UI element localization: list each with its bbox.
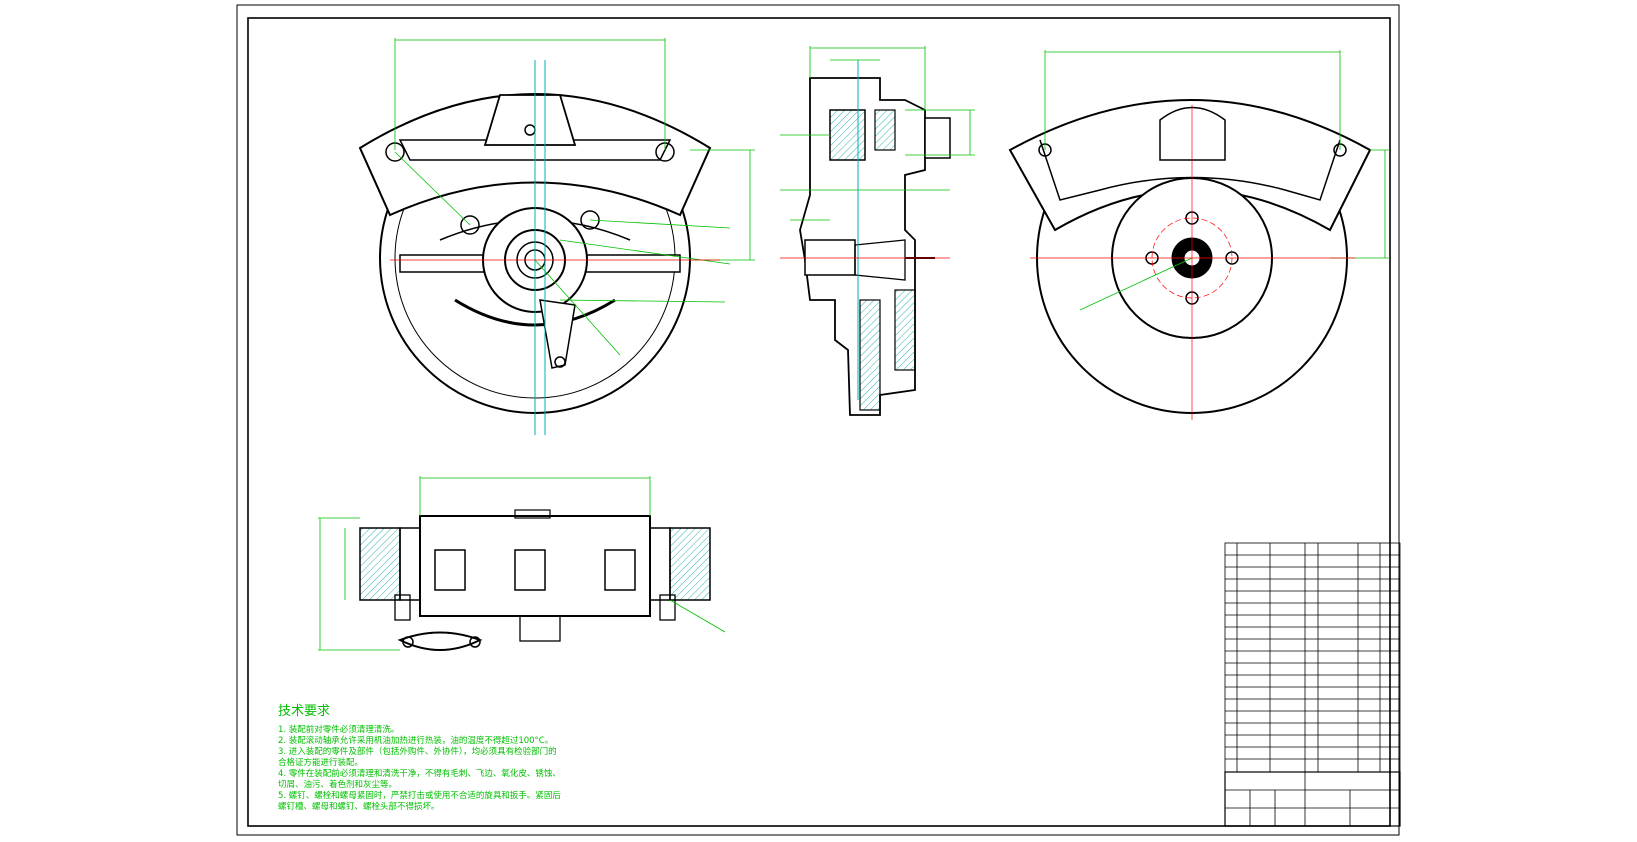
requirement-line: 4. 零件在装配前必须清理和清洗干净，不得有毛刺、飞边、氧化皮、锈蚀、 bbox=[278, 769, 561, 779]
requirement-line: 合格证方能进行装配。 bbox=[278, 758, 364, 768]
requirement-line: 螺钉槽、螺母和螺钉、螺栓头部不得损坏。 bbox=[278, 802, 440, 812]
technical-requirements-title: 技术要求 bbox=[278, 704, 331, 719]
requirement-line: 1. 装配前对零件必须清理清洗。 bbox=[278, 725, 400, 735]
requirement-line: 2. 装配滚动轴承允许采用机油加热进行热装，油的温度不得超过100°C。 bbox=[278, 736, 554, 746]
requirement-line: 5. 螺钉、螺栓和螺母紧固时，严禁打击或使用不合适的旋具和扳手。紧固后 bbox=[278, 791, 561, 801]
inner-frame bbox=[247, 17, 1391, 827]
side-section-view bbox=[799, 77, 951, 416]
bom-table bbox=[1224, 542, 1401, 827]
top-view-dimensions bbox=[318, 476, 726, 651]
requirement-line: 3. 进入装配的零件及部件（包括外购件、外协件），均必须具有检验部门的 bbox=[278, 747, 557, 757]
outer-border bbox=[236, 4, 1400, 836]
front-view-dimensions bbox=[394, 38, 755, 356]
side-view-axes bbox=[780, 60, 950, 400]
technical-requirements: 技术要求 1. 装配前对零件必须清理清洗。 2. 装配滚动轴承允许采用机油加热进… bbox=[278, 700, 618, 813]
front-view-axes bbox=[390, 60, 720, 435]
requirement-line: 切屑、油污、着色剂和灰尘等。 bbox=[278, 780, 398, 790]
rear-view-dimensions bbox=[1044, 50, 1390, 311]
rear-view-axes bbox=[1030, 105, 1355, 420]
top-view bbox=[359, 509, 711, 651]
side-view-dimensions bbox=[780, 46, 975, 221]
rear-view bbox=[1008, 99, 1372, 414]
